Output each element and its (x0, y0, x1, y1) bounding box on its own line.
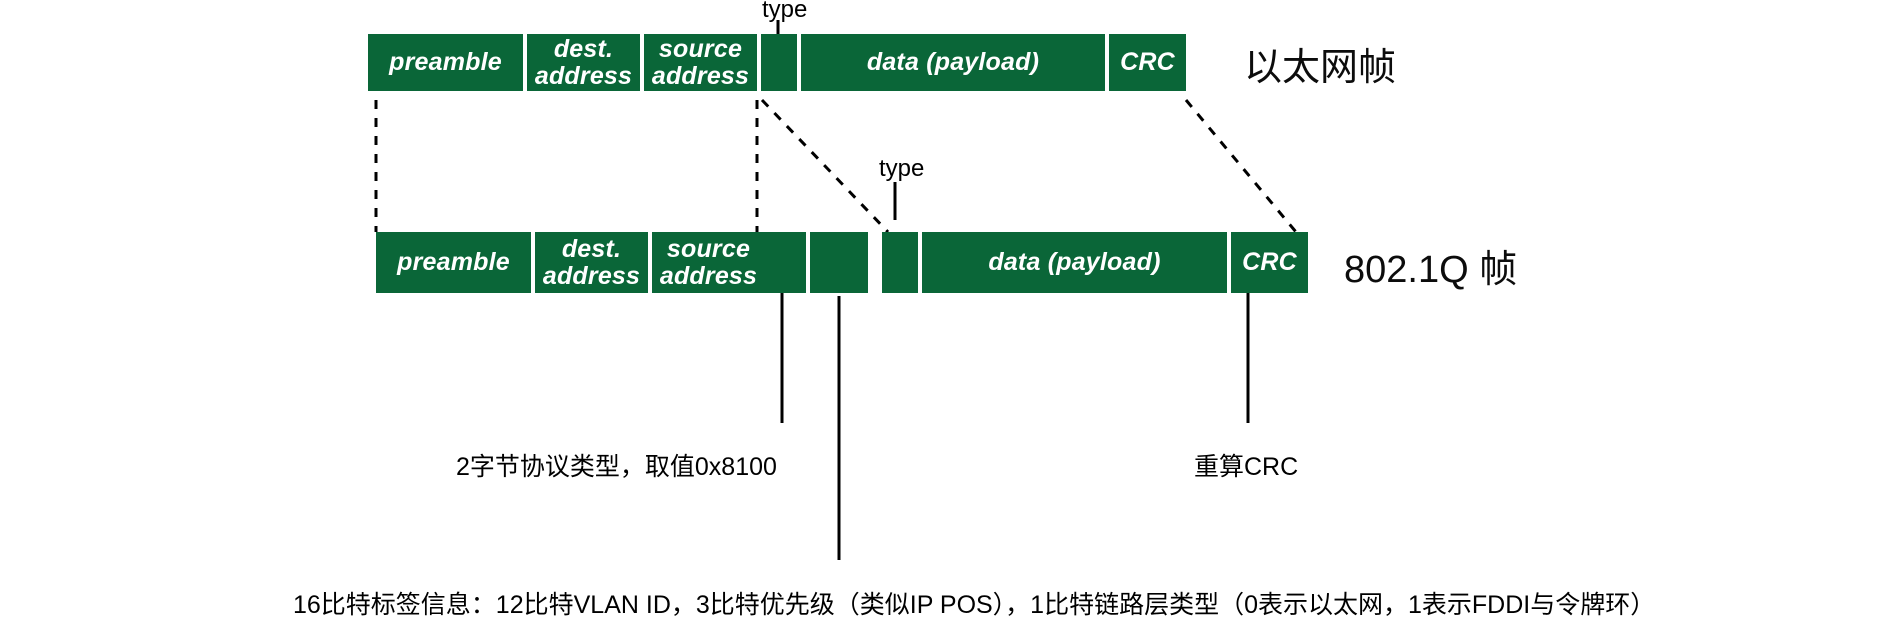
dot1q-field-type[interactable] (882, 232, 918, 293)
dot1q-field-tag-protocol-id[interactable] (759, 232, 806, 293)
annotation-tpid: 2字节协议类型，取值0x8100 (456, 453, 777, 481)
ethernet-frame-title: 以太网帧 (1244, 47, 1397, 89)
ethernet-field-preamble[interactable]: preamble (368, 34, 523, 91)
dashed-guide-crc-right (1184, 99, 1298, 233)
ethernet-field-type[interactable] (761, 34, 797, 91)
ethernet-field-dest-address[interactable]: dest. address (527, 34, 640, 91)
dot1q-field-crc[interactable]: CRC (1231, 232, 1308, 293)
dot1q-frame-title: 802.1Q 帧 (1344, 249, 1518, 291)
dot1q-field-dest-address[interactable]: dest. address (535, 232, 648, 293)
dot1q-type-caption: type (879, 155, 925, 182)
ethernet-field-crc[interactable]: CRC (1109, 34, 1186, 91)
ethernet-type-caption: type (762, 0, 808, 23)
ethernet-field-source-address[interactable]: source address (644, 34, 757, 91)
annotation-crc: 重算CRC (1194, 453, 1299, 481)
dashed-guide-type-right (760, 98, 890, 234)
dot1q-field-tag-control-info[interactable] (810, 232, 868, 293)
dot1q-field-preamble[interactable]: preamble (376, 232, 531, 293)
ethernet-field-data[interactable]: data (payload) (801, 34, 1105, 91)
annotation-tci: 16比特标签信息：12比特VLAN ID，3比特优先级（类似IP POS），1比… (293, 591, 1656, 619)
dot1q-field-data[interactable]: data (payload) (922, 232, 1227, 293)
dot1q-field-source-address[interactable]: source address (652, 232, 765, 293)
